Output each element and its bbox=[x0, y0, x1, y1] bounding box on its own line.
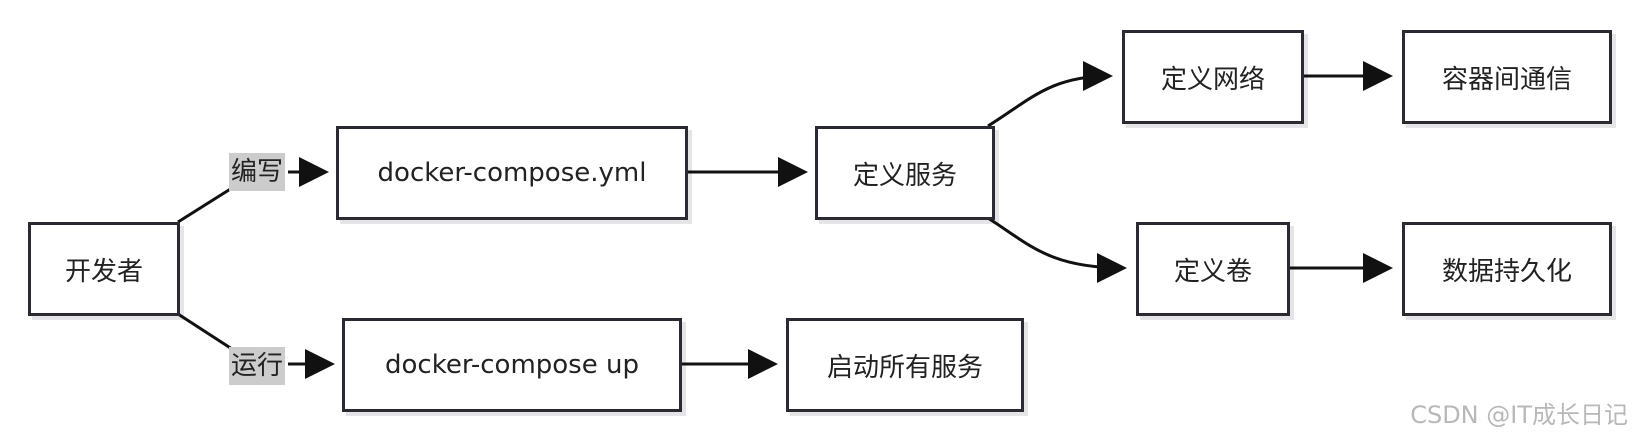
node-persistence: 数据持久化 bbox=[1402, 222, 1612, 316]
edge-developer-run bbox=[177, 312, 233, 351]
node-container-comm: 容器间通信 bbox=[1402, 30, 1612, 124]
node-define-services: 定义服务 bbox=[815, 126, 995, 220]
watermark: CSDN @IT成长日记 bbox=[1410, 401, 1628, 429]
node-define-volume-label: 定义卷 bbox=[1173, 256, 1252, 287]
edge-label-write: 编写 bbox=[229, 153, 286, 191]
node-define-volume: 定义卷 bbox=[1136, 222, 1290, 316]
node-define-network: 定义网络 bbox=[1122, 30, 1304, 124]
edge-services-network bbox=[987, 61, 1113, 128]
node-start-all: 启动所有服务 bbox=[786, 318, 1024, 412]
node-compose-up: docker-compose up bbox=[342, 318, 682, 412]
node-developer: 开发者 bbox=[28, 222, 180, 316]
edge-developer-write bbox=[177, 186, 233, 224]
node-compose-yml: docker-compose.yml bbox=[336, 126, 688, 220]
node-compose-yml-label: docker-compose.yml bbox=[377, 158, 647, 188]
node-define-network-label: 定义网络 bbox=[1160, 64, 1265, 95]
node-container-comm-label: 容器间通信 bbox=[1441, 64, 1572, 95]
node-persistence-label: 数据持久化 bbox=[1441, 256, 1572, 287]
edge-label-run: 运行 bbox=[229, 347, 286, 385]
node-define-services-label: 定义服务 bbox=[852, 160, 957, 191]
edge-services-volume bbox=[987, 216, 1127, 283]
node-start-all-label: 启动所有服务 bbox=[826, 352, 983, 383]
node-compose-up-label: docker-compose up bbox=[385, 350, 639, 380]
node-developer-label: 开发者 bbox=[64, 256, 143, 287]
